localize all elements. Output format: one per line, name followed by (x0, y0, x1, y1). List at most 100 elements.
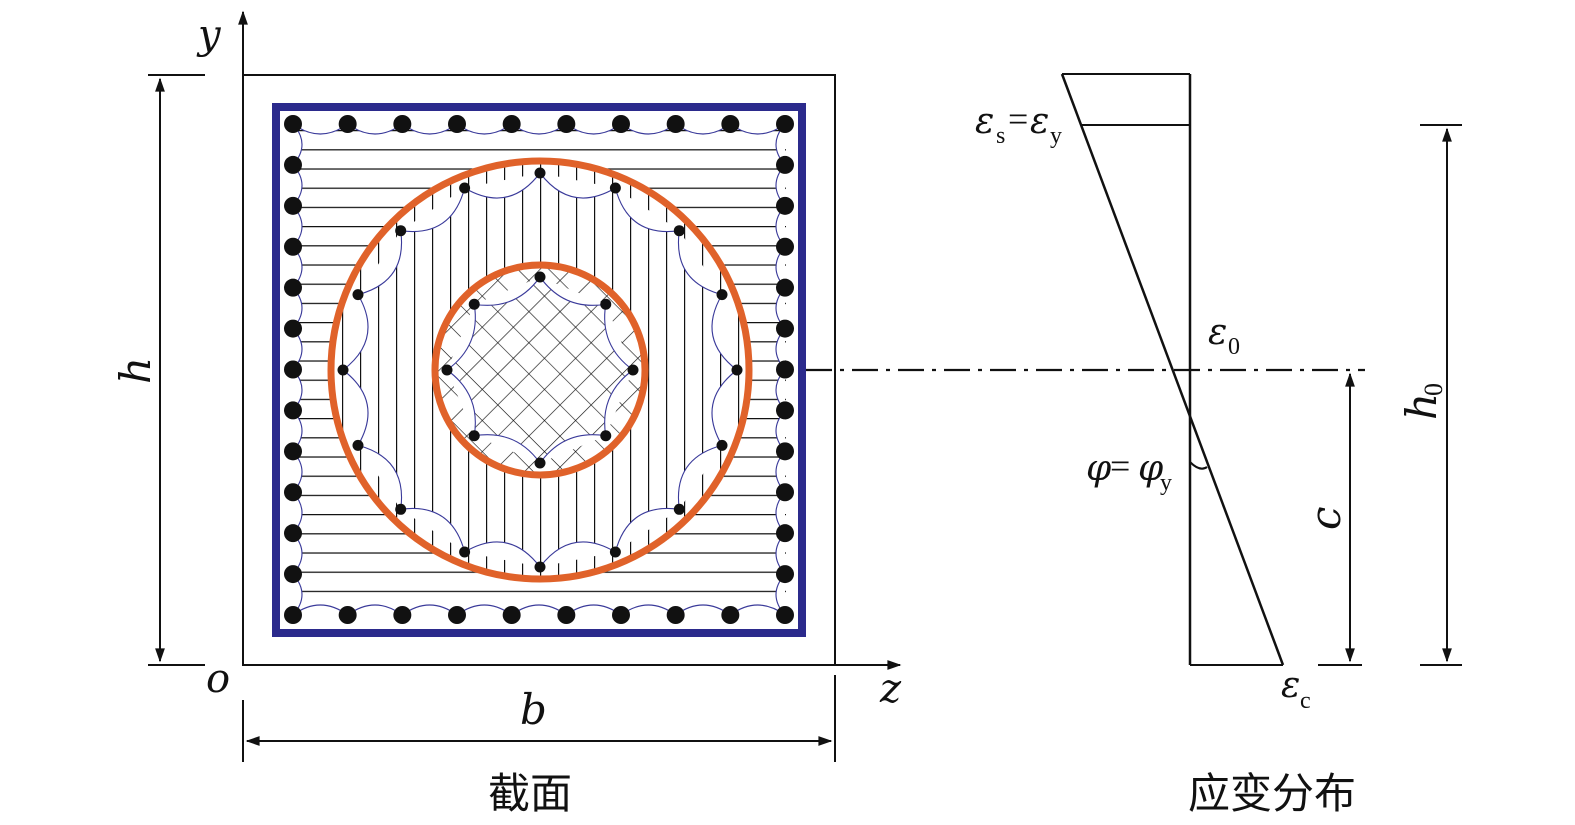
arching-line (446, 304, 476, 371)
arching-line (357, 230, 403, 296)
arching-line (400, 507, 466, 553)
rebar-bottom (393, 606, 412, 624)
rebar-outer-spiral (395, 225, 407, 237)
effective-depth-subscript: 0 (1419, 383, 1448, 396)
arching-line (400, 187, 466, 233)
longitudinal-rebars (284, 115, 794, 624)
rebar-outer-spiral (731, 364, 743, 376)
rebar-inner-spiral (468, 430, 480, 442)
arching-line (604, 369, 634, 436)
rebar-outer-spiral (337, 364, 349, 376)
rebar-top (666, 115, 685, 133)
rebar-outer-spiral (395, 503, 407, 515)
rebar-inner-spiral (600, 298, 612, 310)
arching-line (614, 187, 680, 233)
arching-line (677, 230, 723, 296)
phi-y-subscript: y (1160, 470, 1172, 496)
arching-line (464, 541, 541, 568)
phi-symbol: φ (1086, 448, 1112, 489)
rebar-right (776, 401, 794, 420)
section-drawing: y z o h b 截面 (111, 10, 902, 818)
rebar-left (284, 524, 302, 543)
rebar-outer-spiral (534, 561, 546, 573)
arching-line (604, 304, 634, 371)
rebar-right (776, 237, 794, 256)
rebar-outer-spiral (673, 503, 685, 515)
eps-y-subscript: y (1050, 123, 1062, 149)
rebar-left (284, 442, 302, 461)
outer-spiral (327, 157, 753, 583)
arching-lines (292, 123, 786, 616)
curvature-angle-arc (1189, 461, 1208, 470)
rebar-inner-spiral (627, 364, 639, 376)
arching-line (711, 294, 738, 371)
neutral-depth-label: c (1301, 506, 1350, 530)
arching-line (539, 276, 606, 306)
rebar-right (776, 483, 794, 502)
rebar-left (284, 401, 302, 420)
eps-s-subscript: s (996, 123, 1005, 149)
eps-y-symbol: ε (1030, 101, 1049, 142)
rebar-top (448, 115, 466, 133)
rebar-top (612, 115, 630, 133)
rebar-bottom (666, 606, 685, 624)
arching-line (446, 369, 476, 436)
rebar-left (284, 483, 302, 502)
rebar-bottom (502, 606, 521, 624)
rebar-left (284, 155, 302, 174)
rebar-right (776, 319, 794, 338)
height-label: h (111, 357, 160, 384)
rebar-top (557, 115, 576, 133)
arching-line (474, 276, 541, 306)
eps-s-equals: = (1008, 99, 1028, 139)
rebar-outer-spiral (673, 225, 685, 237)
z-axis-label: z (879, 666, 902, 712)
arching-line (711, 369, 738, 446)
arching-line (342, 294, 369, 371)
arching-line (464, 172, 541, 199)
rebar-top (393, 115, 412, 133)
rebar-bottom (557, 606, 576, 624)
rebar-left (284, 565, 302, 584)
rebar-left (284, 196, 302, 215)
rebar-outer-spiral (534, 167, 546, 179)
rebar-bottom (721, 606, 740, 624)
rebar-right (776, 565, 794, 584)
rebar-inner-spiral (534, 457, 546, 469)
y-axis-label: y (196, 12, 222, 58)
rebar-outer-spiral (459, 182, 471, 194)
inner-spiral (431, 261, 649, 479)
rebar-outer-spiral (609, 182, 621, 194)
rebar-bottom (284, 606, 302, 624)
rebar-left (284, 278, 302, 297)
rebar-right (776, 524, 794, 543)
effective-depth-label: h (1397, 393, 1446, 420)
eps-c-symbol: ε (1281, 665, 1300, 706)
strain-distribution: ε s = ε y ε 0 φ = φ y ε c c h 0 应变分布 (975, 73, 1462, 818)
rebar-outer-spiral (352, 289, 364, 301)
width-label: b (520, 685, 547, 734)
rebar-bottom (612, 606, 630, 624)
rebar-top (721, 115, 740, 133)
section-caption: 截面 (488, 769, 572, 818)
rebar-top (776, 115, 794, 133)
eps-s-symbol: ε (975, 101, 994, 142)
rebar-left (284, 237, 302, 256)
phi-equals: = (1110, 446, 1130, 486)
rebar-left (284, 319, 302, 338)
rebar-inner-spiral (600, 430, 612, 442)
rebar-bottom (448, 606, 466, 624)
rebar-outer-spiral (716, 439, 728, 451)
rebar-bottom (776, 606, 794, 624)
rebar-outer-spiral (352, 439, 364, 451)
phi-y-symbol: φ (1138, 448, 1164, 489)
rebar-outer-spiral (459, 546, 471, 558)
square-stirrup (272, 103, 806, 637)
rebar-inner-spiral (534, 271, 546, 283)
strain-profile-line (1060, 73, 1285, 666)
rebar-right (776, 442, 794, 461)
rebar-outer-spiral (609, 546, 621, 558)
rebar-inner-spiral (468, 298, 480, 310)
rebar-top (338, 115, 357, 133)
